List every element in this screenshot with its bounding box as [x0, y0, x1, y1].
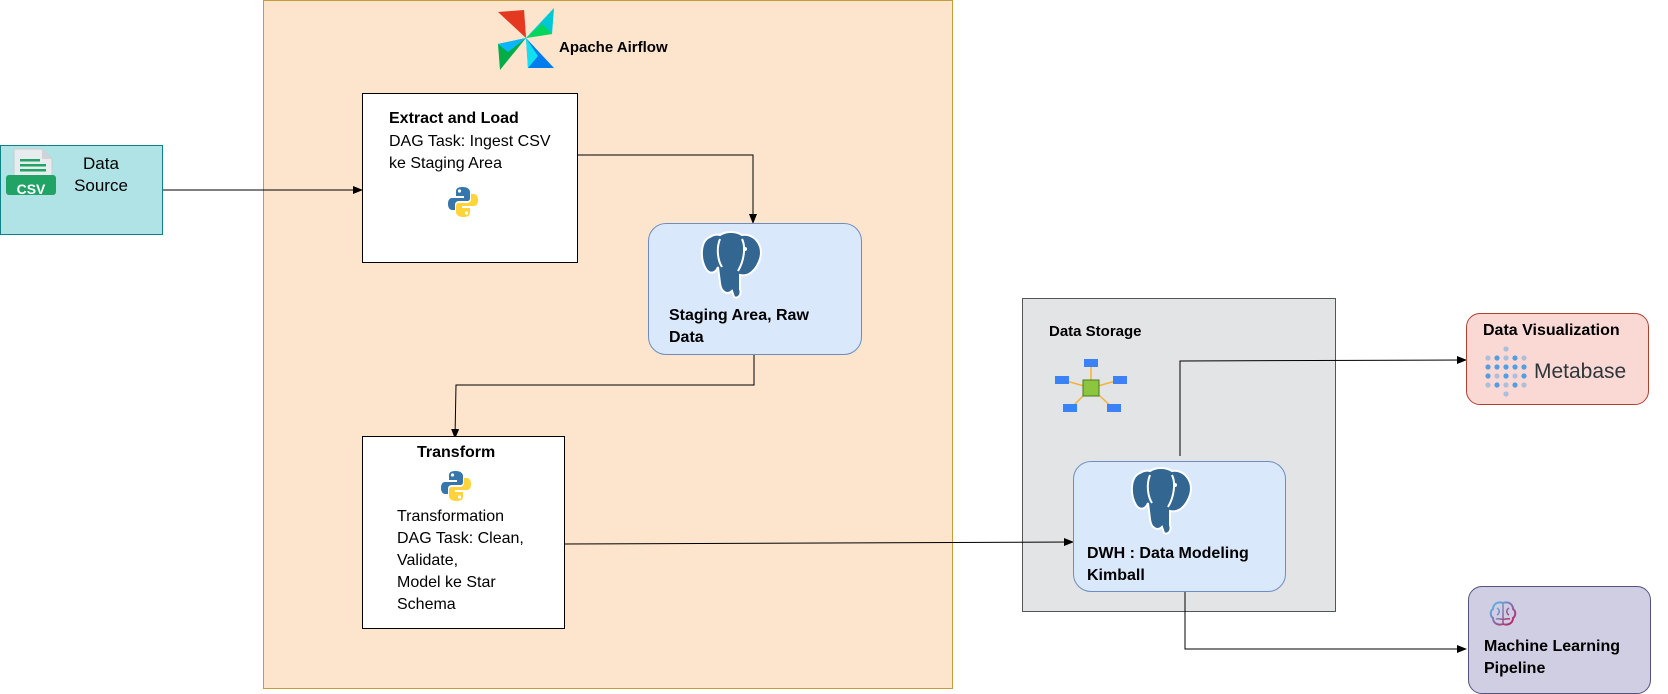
transform-node[interactable] — [362, 436, 565, 629]
csv-file-icon — [6, 147, 58, 199]
python-logo-icon — [447, 186, 479, 218]
dwh-label: DWH : Data Modeling Kimball — [1087, 545, 1249, 584]
transform-body: Transformation DAG Task: Clean, Validate… — [397, 508, 524, 613]
postgresql-elephant-icon — [1128, 467, 1194, 535]
staging-area-label: Staging Area, Raw Data — [669, 307, 809, 346]
python-logo-icon — [440, 470, 472, 502]
extract-load-node[interactable] — [362, 93, 578, 263]
data-source-label: Data Source — [74, 154, 128, 195]
ml-pipeline-label: Machine Learning Pipeline — [1484, 638, 1621, 677]
postgresql-elephant-icon — [698, 231, 764, 299]
csv-badge-label: CSV — [16, 181, 46, 197]
star-schema-icon — [1053, 356, 1129, 414]
metabase-brand: Metabase — [1534, 360, 1627, 383]
brain-icon — [1488, 599, 1518, 629]
extract-load-body: DAG Task: Ingest CSV ke Staging Area — [389, 133, 551, 172]
data-visualization-title: Data Visualization — [1483, 322, 1620, 339]
airflow-logo — [494, 4, 558, 72]
data-storage-title: Data Storage — [1049, 323, 1142, 340]
airflow-logo-icon — [498, 8, 554, 70]
extract-load-title: Extract and Load — [389, 110, 519, 127]
metabase-logo-icon — [1484, 346, 1528, 398]
transform-title: Transform — [417, 444, 496, 461]
airflow-title: Apache Airflow — [559, 39, 668, 56]
